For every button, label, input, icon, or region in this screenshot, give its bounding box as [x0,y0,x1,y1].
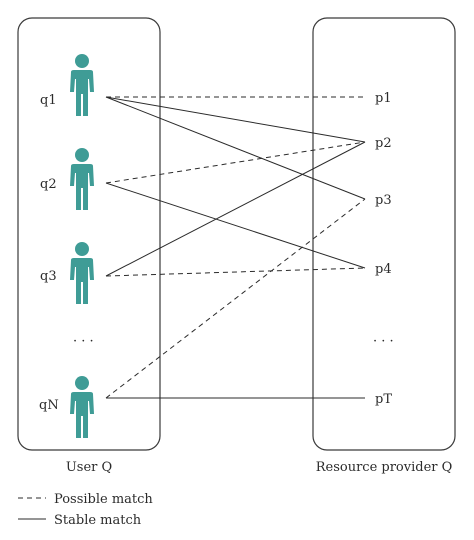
edge-q3-p4-possible [105,267,366,277]
provider-label-pT: pT [375,392,392,407]
provider-label-p2: p2 [375,136,392,151]
user-label-q1: q1 [40,93,57,108]
person-icon [70,376,94,438]
edge-q2-p2-possible [105,141,366,184]
provider-label-p1: p1 [375,91,392,106]
edge-q2-p4-stable [105,182,366,269]
person-icon [70,242,94,304]
legend-stable-label: Stable match [54,513,142,528]
match-edges [105,96,366,399]
user-box [17,17,161,451]
person-icon [70,148,94,210]
provider-box-caption: Resource provider Q [316,460,453,475]
edge-q1-p2-stable [105,96,366,143]
user-label-q2: q2 [40,177,57,192]
edge-qN-p3-possible [105,198,366,399]
user-label-q3: q3 [40,269,57,284]
user-box-caption: User Q [66,460,112,475]
user-icons [70,54,94,438]
edge-q3-p2-stable [105,141,366,277]
provider-label-p4: p4 [375,262,392,277]
edge-q1-p3-stable [105,96,366,200]
provider-label-p3: p3 [375,193,392,208]
person-icon [70,54,94,116]
provider-box [312,17,456,451]
provider-ellipsis: · · · [373,334,394,349]
user-label-qN: qN [39,398,59,413]
user-ellipsis: · · · [73,334,94,349]
legend-possible-label: Possible match [54,492,153,507]
